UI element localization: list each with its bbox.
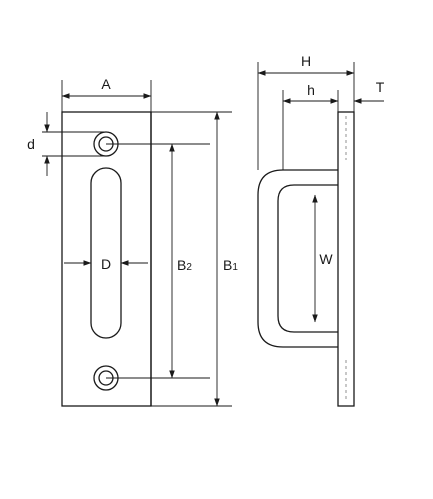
center-slot [90, 167, 122, 339]
staple-outer-loop [257, 169, 338, 348]
side-base-plate [337, 111, 355, 407]
dimension-b1-label: B1 [223, 257, 238, 273]
dimension-big-d: D [64, 256, 148, 272]
dimension-a: A [61, 76, 152, 112]
staple-inner-loop [277, 184, 338, 333]
dimension-d: d [27, 112, 106, 176]
dimension-h-lower: h [282, 82, 339, 170]
side-view: H h T W [257, 53, 385, 407]
dimension-t-label: T [376, 79, 385, 95]
dimension-w-label: W [319, 251, 333, 267]
front-view: A d D B2 [27, 76, 238, 407]
dimension-w: W [312, 194, 333, 323]
dimension-d-label: d [27, 136, 35, 152]
dimension-t: T [353, 79, 385, 104]
dimension-b2: B2 [106, 143, 210, 379]
dimension-b1: B1 [151, 111, 238, 407]
dimension-h-lower-label: h [307, 82, 315, 98]
dimension-h-upper-label: H [301, 53, 311, 69]
dimension-big-d-label: D [101, 256, 111, 272]
dimension-b2-label: B2 [177, 257, 192, 273]
dimension-a-label: A [101, 76, 111, 92]
